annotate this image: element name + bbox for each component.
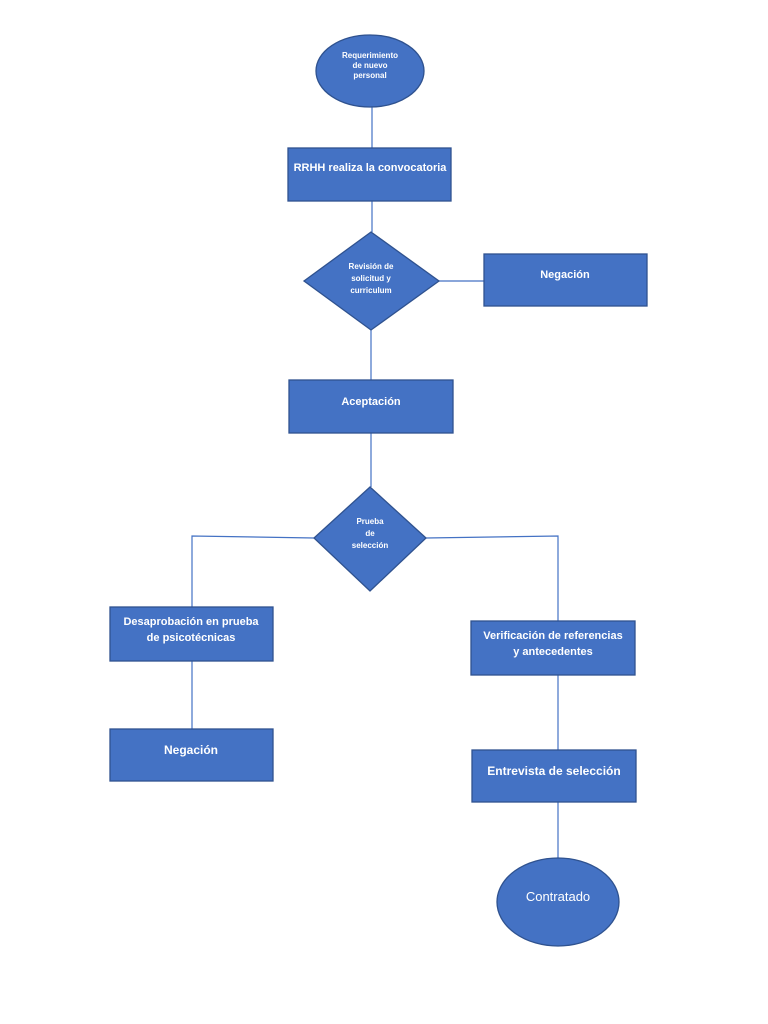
start-label-line-1: Requerimiento [342, 51, 398, 60]
revision-label-line-1: Revisión de [349, 262, 394, 271]
contratado-label: Contratado [526, 889, 590, 904]
negacion-1-label: Negación [540, 269, 590, 281]
aceptacion-label: Aceptación [341, 396, 401, 408]
desaprobacion-label-line-1: Desaprobación en prueba [123, 616, 259, 628]
entrevista-node: Entrevista de selección [471, 749, 637, 803]
start-label-line-3: personal [353, 71, 386, 80]
negacion-node-2: Negación [109, 728, 274, 782]
verificacion-node: Verificación de referencias y antecedent… [470, 620, 636, 676]
revision-label-line-2: solicitud y [351, 274, 391, 283]
connectors [191, 107, 559, 858]
revision-label-line-3: curriculum [350, 286, 391, 295]
aceptacion-node: Aceptación [288, 379, 454, 434]
prueba-label-line-2: de [365, 529, 375, 538]
desaprobacion-node: Desaprobación en prueba de psicotécnicas [109, 606, 274, 662]
verificacion-label-line-2: y antecedentes [513, 646, 592, 658]
start-node: Requerimiento de nuevo personal [315, 34, 425, 108]
convocatoria-node: RRHH realiza la convocatoria [287, 147, 452, 202]
prueba-label-line-3: selección [352, 541, 389, 550]
start-label-line-2: de nuevo [352, 61, 387, 70]
revision-decision-node: Revisión de solicitud y curriculum [302, 231, 441, 331]
desaprobacion-label-line-2: de psicotécnicas [147, 632, 236, 644]
entrevista-label: Entrevista de selección [487, 764, 620, 778]
prueba-decision-node: Prueba de selección [313, 486, 427, 592]
convocatoria-label: RRHH realiza la convocatoria [294, 162, 448, 174]
prueba-label-line-1: Prueba [356, 517, 384, 526]
contratado-end-node: Contratado [496, 857, 620, 947]
negacion-2-label: Negación [164, 743, 218, 757]
connector-prueba-verificacion [425, 535, 559, 621]
connector-prueba-desaprobacion [191, 535, 315, 607]
negacion-node-1: Negación [483, 253, 648, 307]
verificacion-label-line-1: Verificación de referencias [483, 630, 622, 642]
